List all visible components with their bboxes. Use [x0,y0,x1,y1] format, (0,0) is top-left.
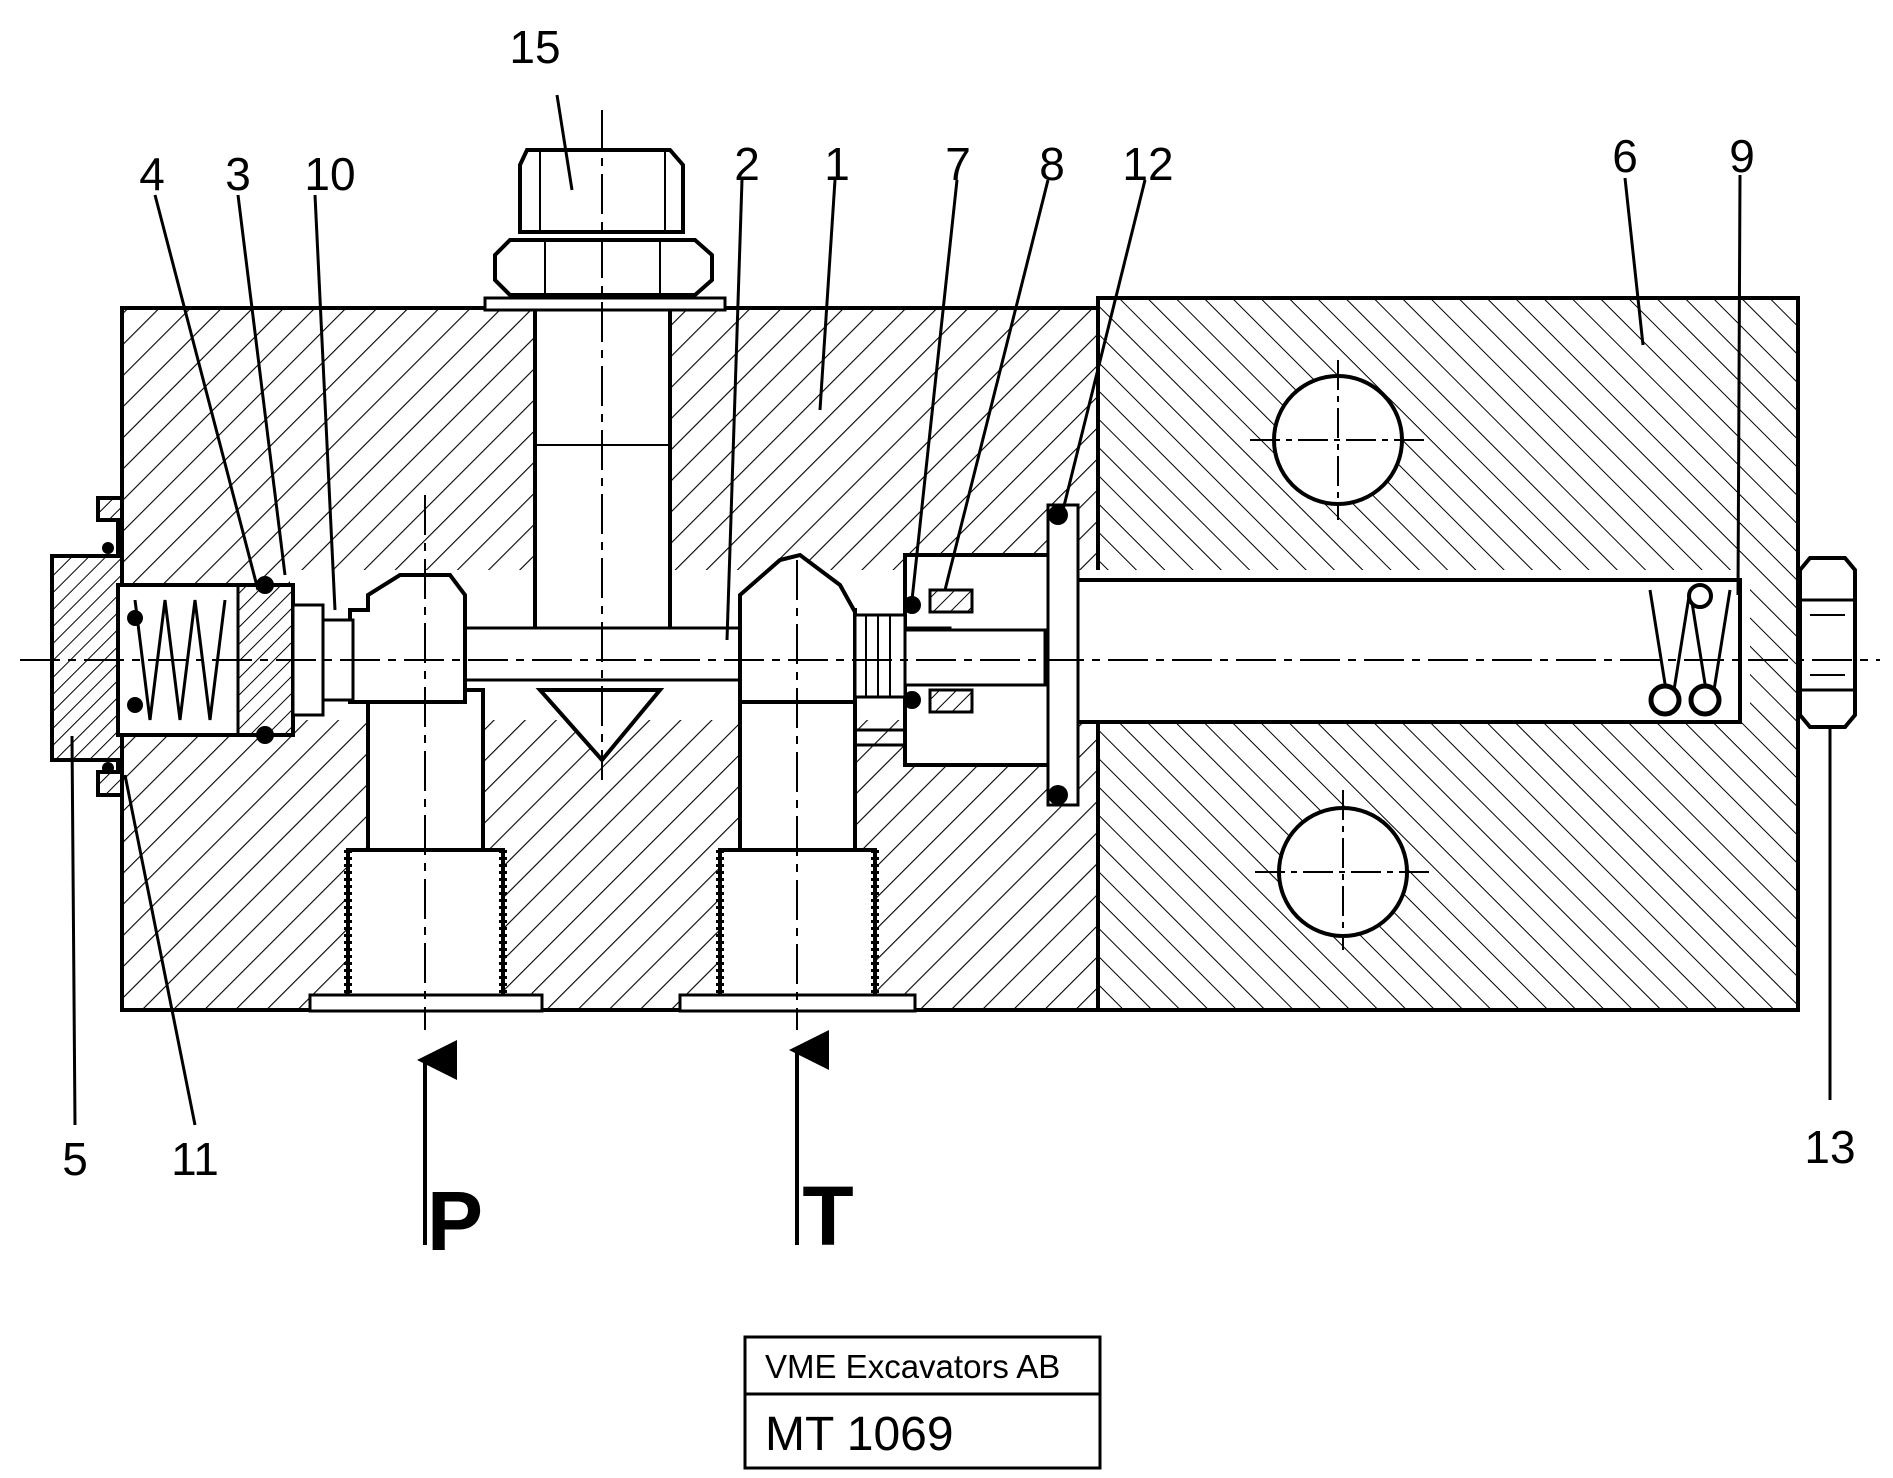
end-nut [1798,556,1857,729]
callout-6: 6 [1612,130,1638,182]
center-lines [20,110,1880,1030]
mounting-hole-lower [1255,790,1430,950]
callout-2: 2 [734,138,760,190]
port-label-p: P [427,1174,483,1268]
callout-4: 4 [139,148,165,200]
title-block: VME Excavators AB MT 1069 [743,1335,1102,1470]
plug-screw [483,148,727,312]
mounting-hole-upper [1250,360,1425,520]
callout-1: 1 [824,138,850,190]
seal-ring-upper [903,505,1068,614]
callout-11: 11 [171,1133,219,1185]
callout-13: 13 [1804,1121,1855,1173]
seal-ring-lower [903,688,1068,805]
callout-5: 5 [62,1133,88,1185]
return-spring [1648,583,1732,717]
callout-10: 10 [304,148,355,200]
title-company: VME Excavators AB [765,1348,1060,1385]
callout-8: 8 [1039,138,1065,190]
callout-12: 12 [1122,138,1173,190]
callout-9: 9 [1729,130,1755,182]
callout-labels: 15 4 3 10 2 1 7 8 12 6 9 5 11 13 [62,21,1855,1185]
callout-3: 3 [225,148,251,200]
port-label-t: T [802,1169,853,1263]
leader-lines [70,94,1832,1126]
callout-7: 7 [945,138,971,190]
callout-15: 15 [509,21,560,73]
title-drawing-number: MT 1069 [765,1408,954,1461]
